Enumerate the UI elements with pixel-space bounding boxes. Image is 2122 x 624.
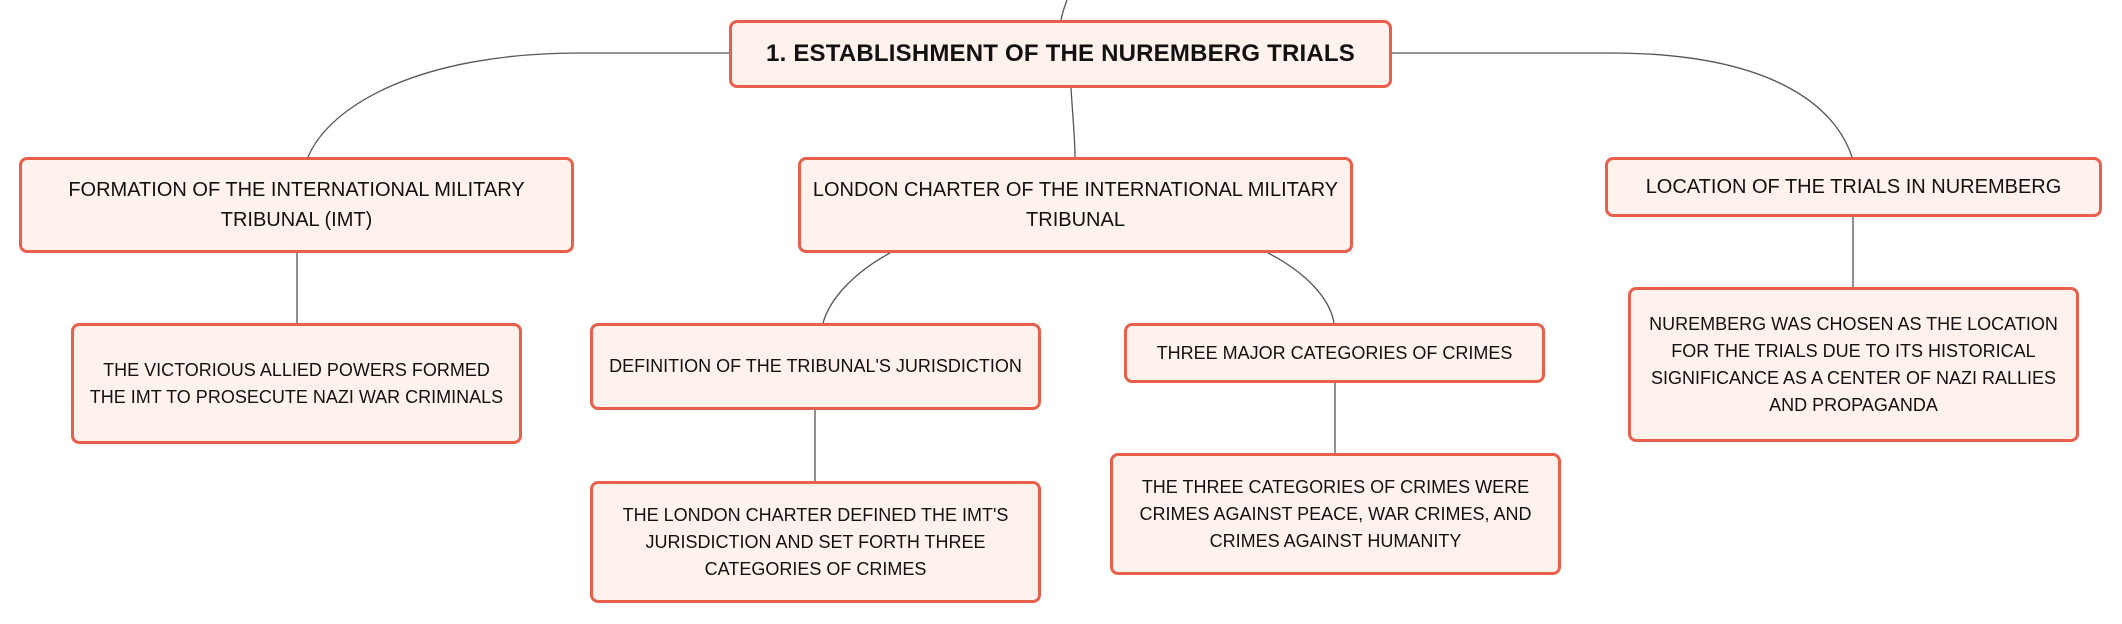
topic-formation-imt-label: FORMATION OF THE INTERNATIONAL MILITARY … — [68, 179, 525, 231]
topic-formation-imt[interactable]: FORMATION OF THE INTERNATIONAL MILITARY … — [19, 157, 574, 253]
connector-root-to-parent — [1060, 0, 1068, 21]
root-topic-label: 1. ESTABLISHMENT OF THE NUREMBERG TRIALS — [766, 40, 1355, 67]
topic-london-charter-label: LONDON CHARTER OF THE INTERNATIONAL MILI… — [812, 179, 1339, 231]
connector-london-to-jurisdiction — [822, 252, 891, 324]
subtopic-nuremberg-chosen-location[interactable]: NUREMBERG WAS CHOSEN AS THE LOCATION FOR… — [1628, 287, 2079, 442]
subtopic-three-categories[interactable]: THREE MAJOR CATEGORIES OF CRIMES — [1124, 323, 1545, 383]
detail-london-charter-jurisdiction-label: THE LONDON CHARTER DEFINED THE IMT'S JUR… — [622, 504, 1009, 579]
subtopic-nuremberg-chosen-location-label: NUREMBERG WAS CHOSEN AS THE LOCATION FOR… — [1649, 313, 2058, 415]
connector-london-to-categories — [1267, 252, 1335, 324]
subtopic-allied-powers-formed-imt-label: THE VICTORIOUS ALLIED POWERS FORMED THE … — [89, 359, 504, 407]
subtopic-allied-powers-formed-imt[interactable]: THE VICTORIOUS ALLIED POWERS FORMED THE … — [71, 323, 522, 444]
detail-categories-of-crimes-label: THE THREE CATEGORIES OF CRIMES WERE CRIM… — [1139, 476, 1532, 551]
subtopic-tribunal-jurisdiction[interactable]: DEFINITION OF THE TRIBUNAL'S JURISDICTIO… — [590, 323, 1041, 410]
topic-location-nuremberg[interactable]: LOCATION OF THE TRIALS IN NUREMBERG — [1605, 157, 2102, 217]
connector-root-to-formation — [307, 52, 729, 158]
subtopic-tribunal-jurisdiction-label: DEFINITION OF THE TRIBUNAL'S JURISDICTIO… — [609, 356, 1022, 376]
connector-root-to-london-charter — [1070, 87, 1076, 158]
topic-london-charter[interactable]: LONDON CHARTER OF THE INTERNATIONAL MILI… — [798, 157, 1353, 253]
detail-london-charter-jurisdiction[interactable]: THE LONDON CHARTER DEFINED THE IMT'S JUR… — [590, 481, 1041, 603]
connector-root-to-location — [1392, 52, 1853, 158]
subtopic-three-categories-label: THREE MAJOR CATEGORIES OF CRIMES — [1156, 342, 1513, 363]
topic-location-nuremberg-label: LOCATION OF THE TRIALS IN NUREMBERG — [1645, 176, 2062, 198]
detail-categories-of-crimes[interactable]: THE THREE CATEGORIES OF CRIMES WERE CRIM… — [1110, 453, 1561, 575]
root-topic[interactable]: 1. ESTABLISHMENT OF THE NUREMBERG TRIALS — [729, 20, 1392, 88]
